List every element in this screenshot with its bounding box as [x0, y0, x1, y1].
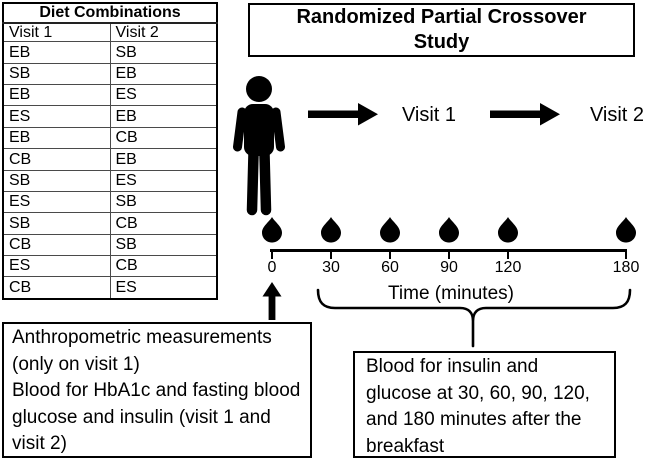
blood-drop-icon: [439, 217, 459, 243]
diet-cell: ES: [109, 276, 218, 300]
diet-cell: CB: [109, 255, 218, 278]
tick-label: 60: [381, 259, 399, 276]
diet-cell: ES: [2, 190, 111, 214]
tick-mark: [329, 251, 333, 259]
table-title-row: Diet Combinations: [2, 2, 218, 24]
blood-drop-icon: [321, 217, 341, 243]
brace: [316, 288, 632, 348]
diet-cell: EB: [109, 148, 218, 171]
tick-mark: [447, 251, 451, 259]
blood-drop-icon: [380, 217, 400, 243]
visit1-label: Visit 1: [401, 104, 457, 126]
diet-cell: ES: [109, 83, 218, 107]
tick-mark: [506, 251, 510, 259]
tick-label: 180: [612, 259, 640, 276]
tick-label: 90: [440, 259, 458, 276]
diet-table-header: Diet Combinations Visit 1 Visit 2: [2, 2, 218, 43]
diet-cell: SB: [109, 190, 218, 214]
tick-label: 0: [267, 259, 277, 276]
diet-cell: CB: [109, 126, 218, 150]
column-header-visit2: Visit 2: [109, 22, 218, 43]
column-header-row: Visit 1 Visit 2: [2, 22, 218, 43]
right-arrow-icon: [490, 103, 560, 126]
diet-cell: EB: [109, 105, 218, 128]
diet-cell: ES: [109, 169, 218, 192]
diet-cell: CB: [2, 148, 111, 171]
diet-cell: EB: [2, 126, 111, 150]
diet-cell: CB: [109, 212, 218, 235]
diet-cell: SB: [109, 233, 218, 257]
timeline-axis: [270, 249, 627, 252]
diet-cell: EB: [2, 41, 111, 64]
time-axis-label: Time (minutes): [388, 283, 514, 304]
blood-drop-icon: [262, 217, 282, 243]
tick-label: 120: [494, 259, 522, 276]
blood-drop-icon: [498, 217, 518, 243]
figure-title: Randomized Partial Crossover Study: [296, 6, 587, 53]
person-icon: [233, 76, 285, 216]
tick-label: 30: [322, 259, 340, 276]
diet-cell: SB: [2, 212, 111, 235]
figure-title-box: Randomized Partial Crossover Study: [248, 3, 635, 57]
tick-mark: [388, 251, 392, 259]
up-arrow-icon: [262, 282, 282, 320]
column-header-visit1: Visit 1: [2, 22, 111, 43]
tick-mark: [624, 251, 628, 259]
right-arrow-icon: [308, 103, 378, 126]
diet-cell: ES: [2, 105, 111, 128]
diet-cell: EB: [2, 83, 111, 107]
diet-cell: EB: [109, 62, 218, 85]
diet-cell: CB: [2, 276, 111, 300]
table-title: Diet Combinations: [2, 2, 218, 24]
visit2-label: Visit 2: [589, 104, 645, 126]
tick-mark: [270, 251, 274, 259]
diet-cell: SB: [2, 62, 111, 85]
baseline-note-line2: Blood for HbA1c and fasting blood glucos…: [12, 380, 301, 454]
blood-drop-icon: [616, 217, 636, 243]
baseline-note-line1: Anthropometric measurements (only on vis…: [12, 327, 272, 375]
diet-cell: ES: [2, 255, 111, 278]
baseline-note-box: Anthropometric measurements (only on vis…: [2, 322, 312, 458]
postprandial-note-text: Blood for insulin and glucose at 30, 60,…: [366, 356, 590, 457]
diet-cell: CB: [2, 233, 111, 257]
diet-cell: SB: [109, 41, 218, 64]
diet-cell: SB: [2, 169, 111, 192]
postprandial-note-box: Blood for insulin and glucose at 30, 60,…: [353, 351, 616, 458]
